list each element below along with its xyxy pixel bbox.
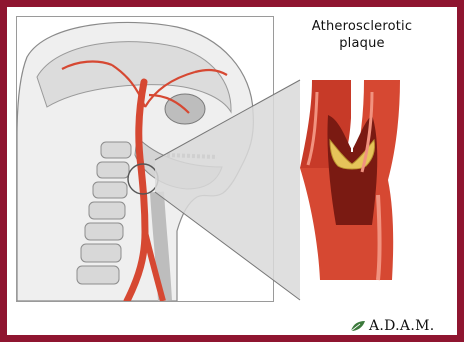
label-line-2: plaque: [287, 35, 437, 52]
label-line-1: Atherosclerotic: [287, 18, 437, 35]
projection-wedge: [155, 80, 300, 300]
plaque-label: Atherosclerotic plaque: [287, 18, 437, 52]
adam-logo: A.D.A.M.: [350, 318, 434, 334]
logo-text: A.D.A.M.: [369, 318, 434, 334]
magnified-artery: [300, 80, 400, 280]
leaf-icon: [350, 320, 366, 332]
